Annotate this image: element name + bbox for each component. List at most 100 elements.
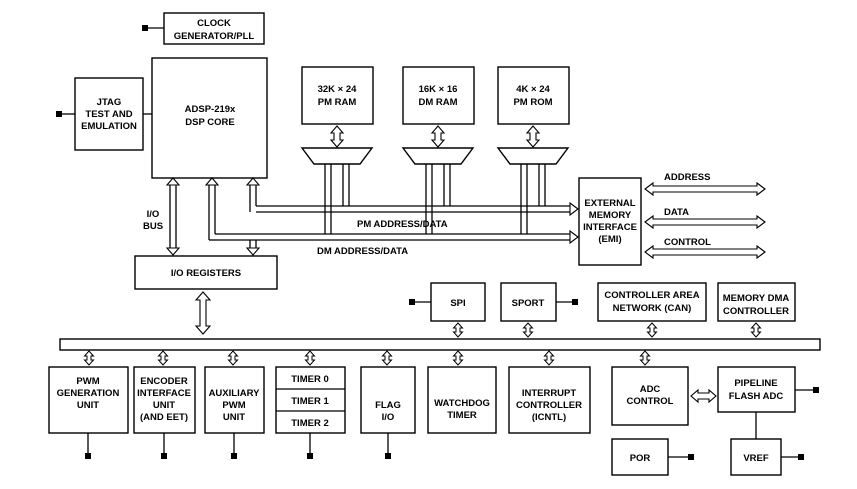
auxiliary-pwm-block: AUXILIARY PWM UNIT: [204, 366, 265, 434]
pwm-label-2: GENERATION: [57, 388, 120, 399]
dsp-core-block: ADSP-219x DSP CORE: [151, 57, 268, 179]
pipeline-adc-label-2: FLASH ADC: [729, 391, 784, 402]
dsp-core-label-2: DSP CORE: [185, 117, 234, 128]
timers-block: TIMER 0 TIMER 1 TIMER 2: [275, 366, 346, 434]
encoder-block: ENCODER INTERFACE UNIT (AND EET): [133, 366, 196, 434]
can-label-2: NETWORK (CAN): [613, 303, 692, 314]
encoder-label-1: ENCODER: [140, 376, 188, 387]
emi-label-2: MEMORY: [589, 210, 632, 221]
pm-ram-block: 32K × 24 PM RAM: [301, 66, 374, 125]
dm-ram-label-2: DM RAM: [418, 97, 457, 108]
por-block: POR: [611, 438, 669, 476]
can-label-1: CONTROLLER AREA: [604, 290, 699, 301]
pipeline-adc-label-1: PIPELINE: [734, 378, 777, 389]
system-buses: [165, 164, 579, 256]
sport-pin-icon: [572, 299, 578, 305]
dm-ram-label-1: 16K × 16: [419, 84, 458, 95]
jtag-pin-icon: [56, 111, 62, 117]
pipeline-flash-adc-block: PIPELINE FLASH ADC: [717, 366, 796, 413]
aux-pwm-label-1: AUXILIARY: [209, 388, 261, 399]
interrupt-label-3: (ICNTL): [532, 412, 566, 423]
aux-pwm-label-2: PWM: [222, 400, 245, 411]
pipeline-adc-pin-icon: [813, 387, 819, 393]
por-pin-icon: [688, 454, 694, 460]
data-label: DATA: [664, 207, 689, 218]
por-label: POR: [630, 453, 651, 464]
jtag-block: JTAG TEST AND EMULATION: [74, 77, 144, 151]
dsp-core-label-1: ADSP-219x: [185, 104, 236, 115]
pwm-generation-block: PWM GENERATION UNIT: [48, 366, 129, 434]
memory-muxes: [300, 147, 570, 165]
io-bus-label-1: I/O: [147, 209, 160, 220]
aux-pwm-label-3: UNIT: [223, 412, 245, 423]
pm-address-data-label: PM ADDRESS/DATA: [357, 219, 448, 230]
dm-ram-block: 16K × 16 DM RAM: [402, 66, 475, 125]
sport-label: SPORT: [512, 298, 545, 309]
adc-control-label-2: CONTROL: [627, 396, 674, 407]
aux-pwm-pin-icon: [231, 453, 237, 459]
address-label: ADDRESS: [664, 172, 710, 183]
memory-dma-label-2: CONTROLLER: [723, 306, 789, 317]
jtag-label-3: EMULATION: [81, 121, 137, 132]
upper-peripheral-arrows: [453, 322, 761, 338]
emi-label-1: EXTERNAL: [584, 198, 635, 209]
pm-rom-block: 4K × 24 PM ROM: [497, 66, 570, 125]
io-bus-label-2: BUS: [143, 221, 163, 232]
adc-control-block: ADC CONTROL: [611, 366, 689, 426]
spi-pin-icon: [409, 299, 415, 305]
timer-1-label: TIMER 1: [291, 396, 329, 407]
memory-dma-label-1: MEMORY DMA: [723, 293, 790, 304]
adc-control-label-1: ADC: [640, 384, 661, 395]
adc-pipeline-arrow: [690, 388, 717, 404]
clock-label-2: GENERATOR/PLL: [174, 31, 255, 42]
io-registers-label: I/O REGISTERS: [171, 268, 241, 279]
control-label: CONTROL: [664, 237, 711, 248]
pwm-label-3: UNIT: [77, 400, 99, 411]
io-registers-bus-arrow: [194, 291, 212, 335]
can-block: CONTROLLER AREA NETWORK (CAN): [597, 282, 707, 322]
dm-address-data-label: DM ADDRESS/DATA: [317, 246, 408, 257]
vref-label: VREF: [743, 453, 769, 464]
lower-peripheral-arrows: [84, 350, 650, 366]
pm-rom-label-1: 4K × 24: [516, 84, 550, 95]
vref-pin-icon: [798, 454, 804, 460]
pwm-label-1: PWM: [76, 376, 99, 387]
peripheral-bus: [59, 338, 821, 351]
emi-block: EXTERNAL MEMORY INTERFACE (EMI): [578, 177, 642, 266]
timer-0-label: TIMER 0: [291, 374, 328, 385]
interrupt-label-2: CONTROLLER: [516, 400, 582, 411]
flag-io-label-1: FLAG: [375, 400, 401, 411]
encoder-pin-icon: [161, 453, 167, 459]
vref-block: VREF: [730, 438, 782, 476]
interrupt-label-1: INTERRUPT: [522, 388, 577, 399]
watchdog-block: WATCHDOG TIMER: [427, 366, 497, 434]
sport-block: SPORT: [500, 282, 557, 322]
watchdog-label-1: WATCHDOG: [434, 398, 490, 409]
clock-label-1: CLOCK: [197, 18, 231, 29]
pm-ram-label-2: PM RAM: [318, 97, 357, 108]
external-bus-arrows: [644, 181, 766, 260]
flag-io-block: FLAG I/O: [360, 366, 416, 434]
memory-dma-block: MEMORY DMA CONTROLLER: [717, 282, 796, 322]
io-registers-block: I/O REGISTERS: [134, 255, 278, 290]
spi-block: SPI: [430, 282, 486, 322]
encoder-label-3: UNIT: [153, 400, 175, 411]
memory-mux-arrows: [329, 125, 541, 148]
flag-io-pin-icon: [385, 453, 391, 459]
clock-pin-icon: [142, 25, 148, 31]
jtag-label-1: JTAG: [97, 97, 122, 108]
pm-rom-label-2: PM ROM: [513, 97, 552, 108]
spi-label: SPI: [450, 298, 465, 309]
emi-label-3: INTERFACE: [583, 222, 637, 233]
watchdog-label-2: TIMER: [447, 410, 477, 421]
clock-generator-block: CLOCK GENERATOR/PLL: [163, 12, 265, 45]
pwm-pin-icon: [85, 453, 91, 459]
timer-2-label: TIMER 2: [291, 418, 328, 429]
timers-pin-icon: [307, 453, 313, 459]
flag-io-label-2: I/O: [382, 412, 395, 423]
interrupt-controller-block: INTERRUPT CONTROLLER (ICNTL): [508, 366, 591, 434]
pm-ram-label-1: 32K × 24: [318, 84, 358, 95]
encoder-label-4: (AND EET): [140, 412, 188, 423]
jtag-label-2: TEST AND: [85, 109, 132, 120]
